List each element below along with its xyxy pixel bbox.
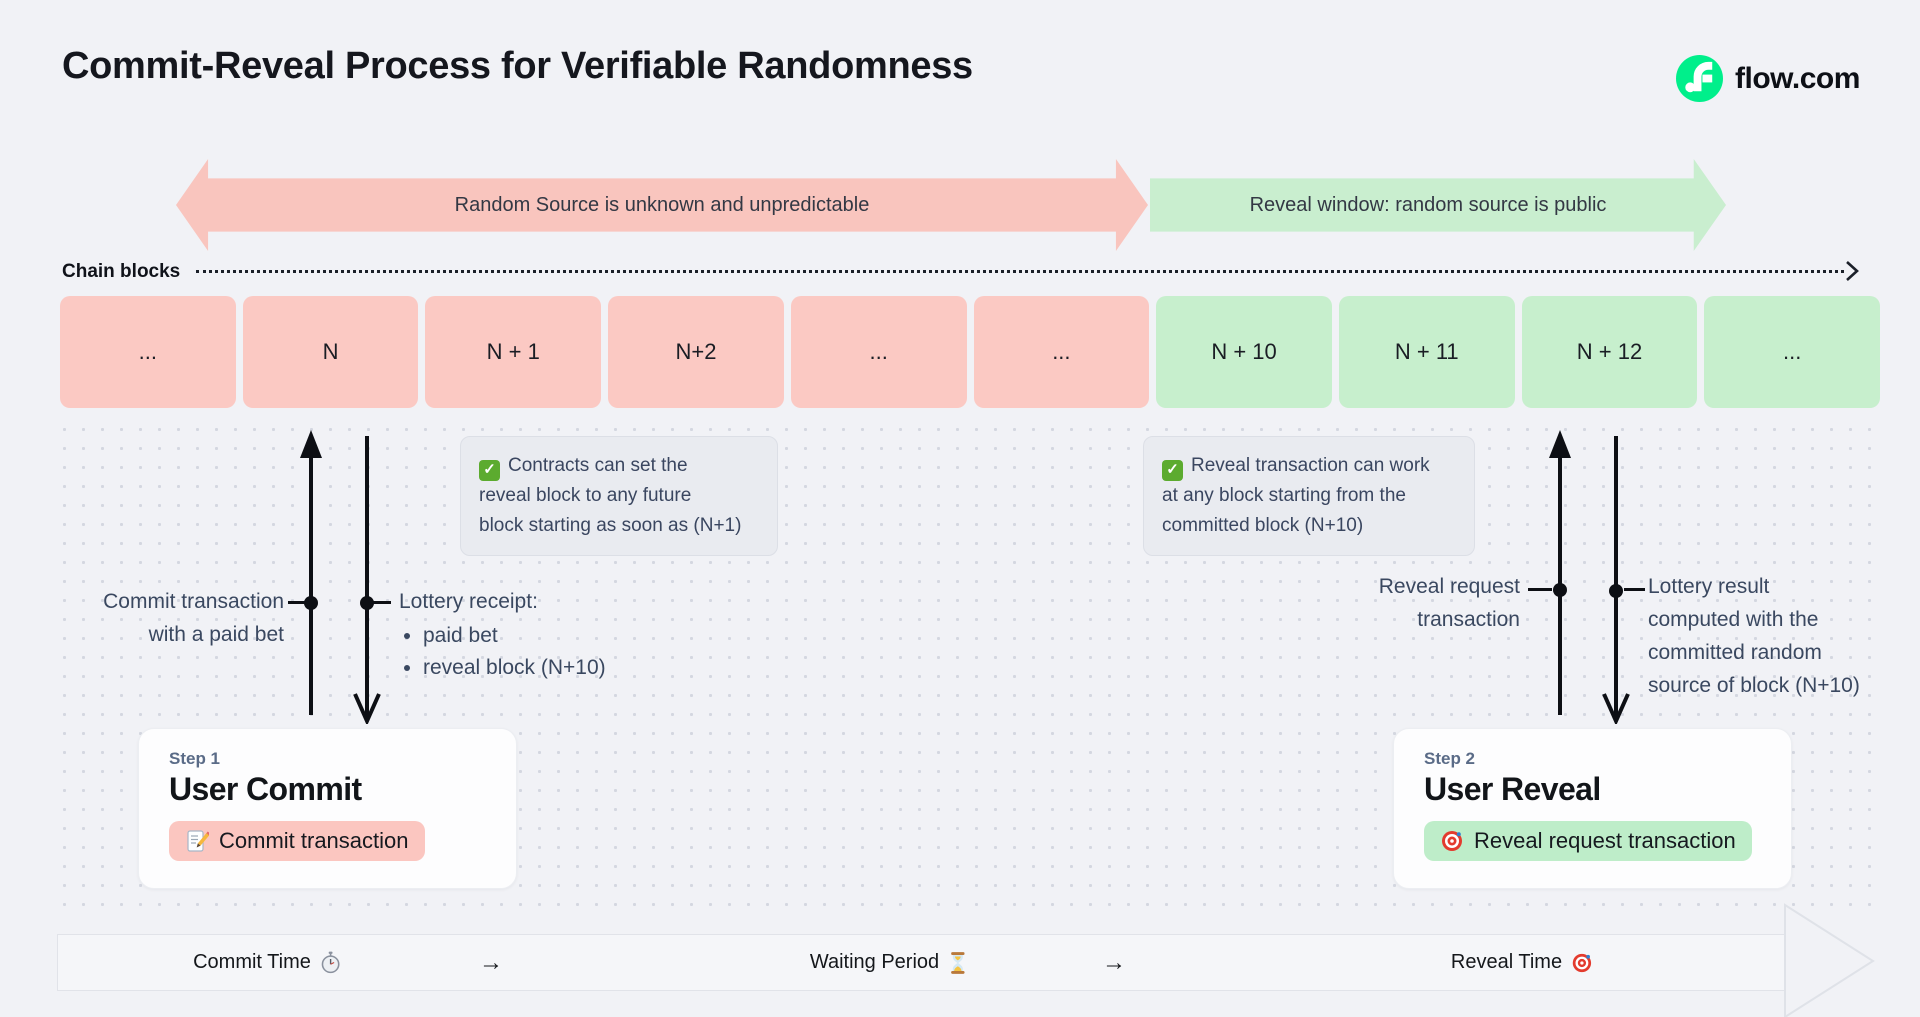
reveal-request-badge: Reveal request transaction: [1424, 821, 1752, 861]
arrow-right-icon: →: [1102, 948, 1126, 976]
commit-up-arrow: [294, 430, 328, 716]
reveal-note-box: ✓Reveal transaction can work at any bloc…: [1143, 436, 1475, 556]
memo-icon: [185, 829, 209, 853]
reveal-phase-label: Reveal window: random source is public: [1249, 193, 1607, 216]
receipt-down-arrow: [350, 436, 384, 724]
reveal-time-item: Reveal Time: [1451, 935, 1593, 990]
check-icon: ✓: [479, 459, 500, 481]
connector-line: [1528, 588, 1552, 591]
badge-label: Commit transaction: [219, 828, 409, 853]
list-item: reveal block (N+10): [423, 652, 606, 684]
check-icon: ✓: [1162, 459, 1183, 481]
step-title: User Reveal: [1424, 771, 1601, 807]
timeline-end-chevron-icon: [1783, 903, 1885, 1017]
hourglass-icon: [948, 951, 968, 975]
commit-time-item: Commit Time: [193, 935, 341, 990]
chain-block: N + 1: [425, 296, 602, 408]
chain-blocks-row: ... N N + 1 N+2 ... ... N + 10 N + 11 N …: [60, 296, 1881, 408]
chain-block: ...: [60, 296, 236, 408]
chevron-right-icon: [1844, 260, 1860, 282]
list-item: paid bet: [423, 620, 606, 652]
brand: flow.com: [1676, 55, 1860, 102]
step-2-card: Step 2 User Reveal Reveal request transa…: [1393, 728, 1792, 889]
lottery-receipt-title: Lottery receipt:: [399, 590, 538, 613]
commit-transaction-annotation: Commit transaction with a paid bet: [103, 590, 284, 646]
lottery-result-annotation: Lottery result computed with the committ…: [1648, 575, 1860, 697]
chain-block: N: [242, 296, 419, 408]
lottery-receipt-list: paid bet reveal block (N+10): [399, 620, 606, 684]
lottery-receipt-annotation: Lottery receipt: paid bet reveal block (…: [399, 585, 606, 684]
chain-block: N+2: [608, 296, 784, 408]
chain-block: N + 11: [1338, 296, 1515, 408]
connector-line: [371, 601, 391, 604]
target-icon: [1571, 952, 1593, 974]
waiting-period-item: Waiting Period: [810, 935, 968, 990]
commit-note-box: ✓Contracts can set the reveal block to a…: [460, 436, 778, 556]
commit-phase-arrow: Random Source is unknown and unpredictab…: [176, 159, 1148, 251]
chain-block: ...: [1704, 296, 1881, 408]
stopwatch-icon: [320, 951, 341, 974]
commit-phase-label: Random Source is unknown and unpredictab…: [454, 193, 870, 216]
step-1-card: Step 1 User Commit Commit transaction: [138, 728, 517, 889]
commit-transaction-badge: Commit transaction: [169, 821, 425, 861]
time-phases-bar: Commit Time → Waiting Period: [57, 934, 1795, 991]
connector-line: [1624, 588, 1645, 591]
page-title: Commit-Reveal Process for Verifiable Ran…: [62, 45, 973, 87]
step-title: User Commit: [169, 771, 362, 807]
arrow-right-icon: →: [479, 948, 503, 976]
chain-block: N + 10: [1156, 296, 1332, 408]
chain-block: ...: [790, 296, 967, 408]
reveal-up-arrow: [1543, 430, 1577, 716]
result-down-arrow: [1599, 436, 1633, 724]
chain-blocks-label: Chain blocks: [62, 261, 181, 282]
chain-block: ...: [973, 296, 1150, 408]
chain-timeline-dotted-line: [196, 270, 1844, 273]
reveal-request-annotation: Reveal request transaction: [1378, 575, 1520, 631]
reveal-phase-arrow: Reveal window: random source is public: [1150, 159, 1726, 251]
connector-line: [288, 601, 308, 604]
badge-label: Reveal request transaction: [1474, 828, 1736, 853]
brand-name: flow.com: [1735, 61, 1860, 95]
step-eyebrow: Step 1: [169, 749, 221, 768]
chain-block: N + 12: [1521, 296, 1698, 408]
flow-logo-icon: [1676, 55, 1723, 102]
target-icon: [1440, 829, 1464, 853]
step-eyebrow: Step 2: [1424, 749, 1476, 768]
